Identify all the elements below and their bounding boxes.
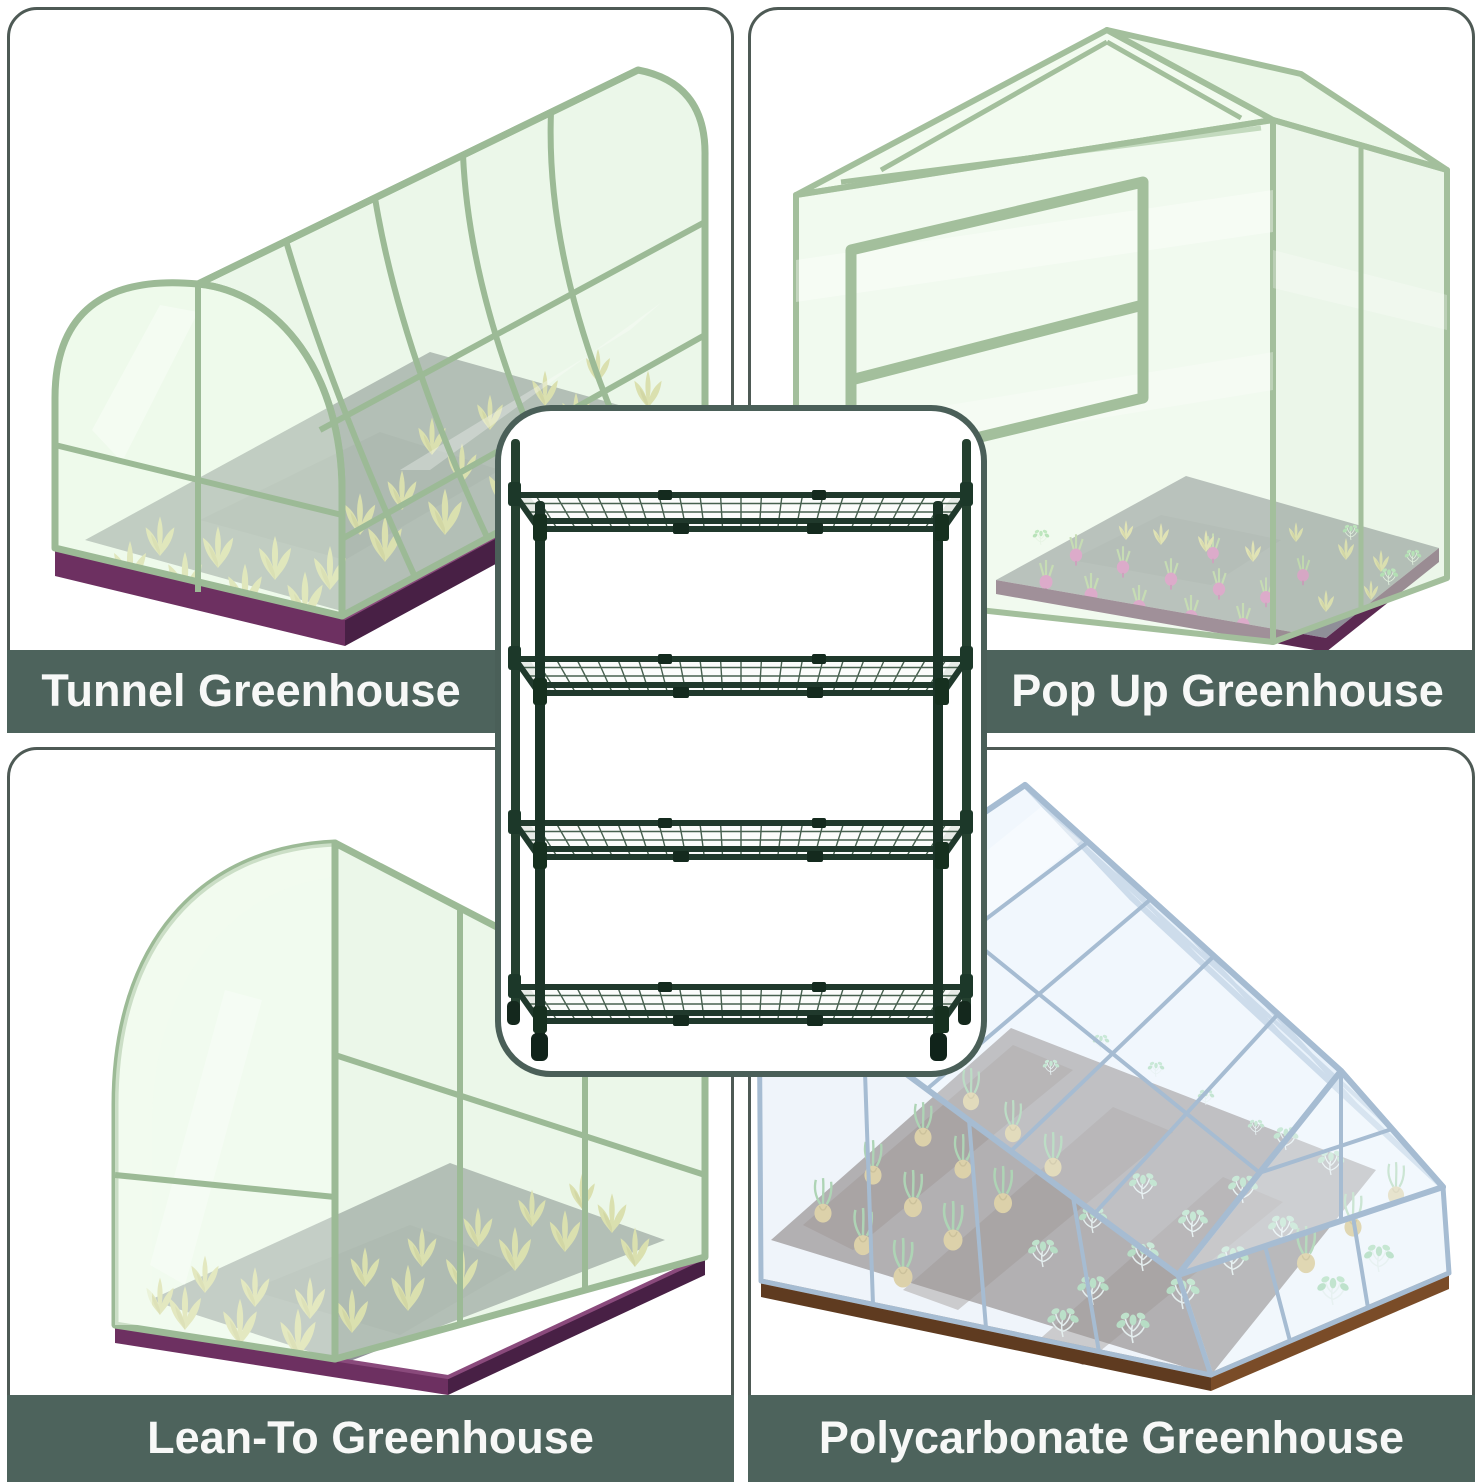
shelving-unit-illustration bbox=[507, 439, 973, 1061]
lean-to-greenhouse-illustration bbox=[111, 839, 709, 1395]
label-bar-polycarbonate: Polycarbonate Greenhouse bbox=[748, 1395, 1475, 1482]
label-bar-lean-to: Lean-To Greenhouse bbox=[7, 1395, 734, 1482]
center-product-card bbox=[495, 405, 987, 1077]
panel-label-tunnel: Tunnel Greenhouse bbox=[41, 664, 461, 716]
panel-label-pop-up: Pop Up Greenhouse bbox=[1011, 664, 1444, 716]
panel-label-lean-to: Lean-To Greenhouse bbox=[147, 1411, 594, 1463]
panel-label-polycarbonate: Polycarbonate Greenhouse bbox=[818, 1411, 1405, 1463]
panel-lean-to-greenhouse: Lean-To Greenhouse bbox=[0, 745, 741, 1482]
